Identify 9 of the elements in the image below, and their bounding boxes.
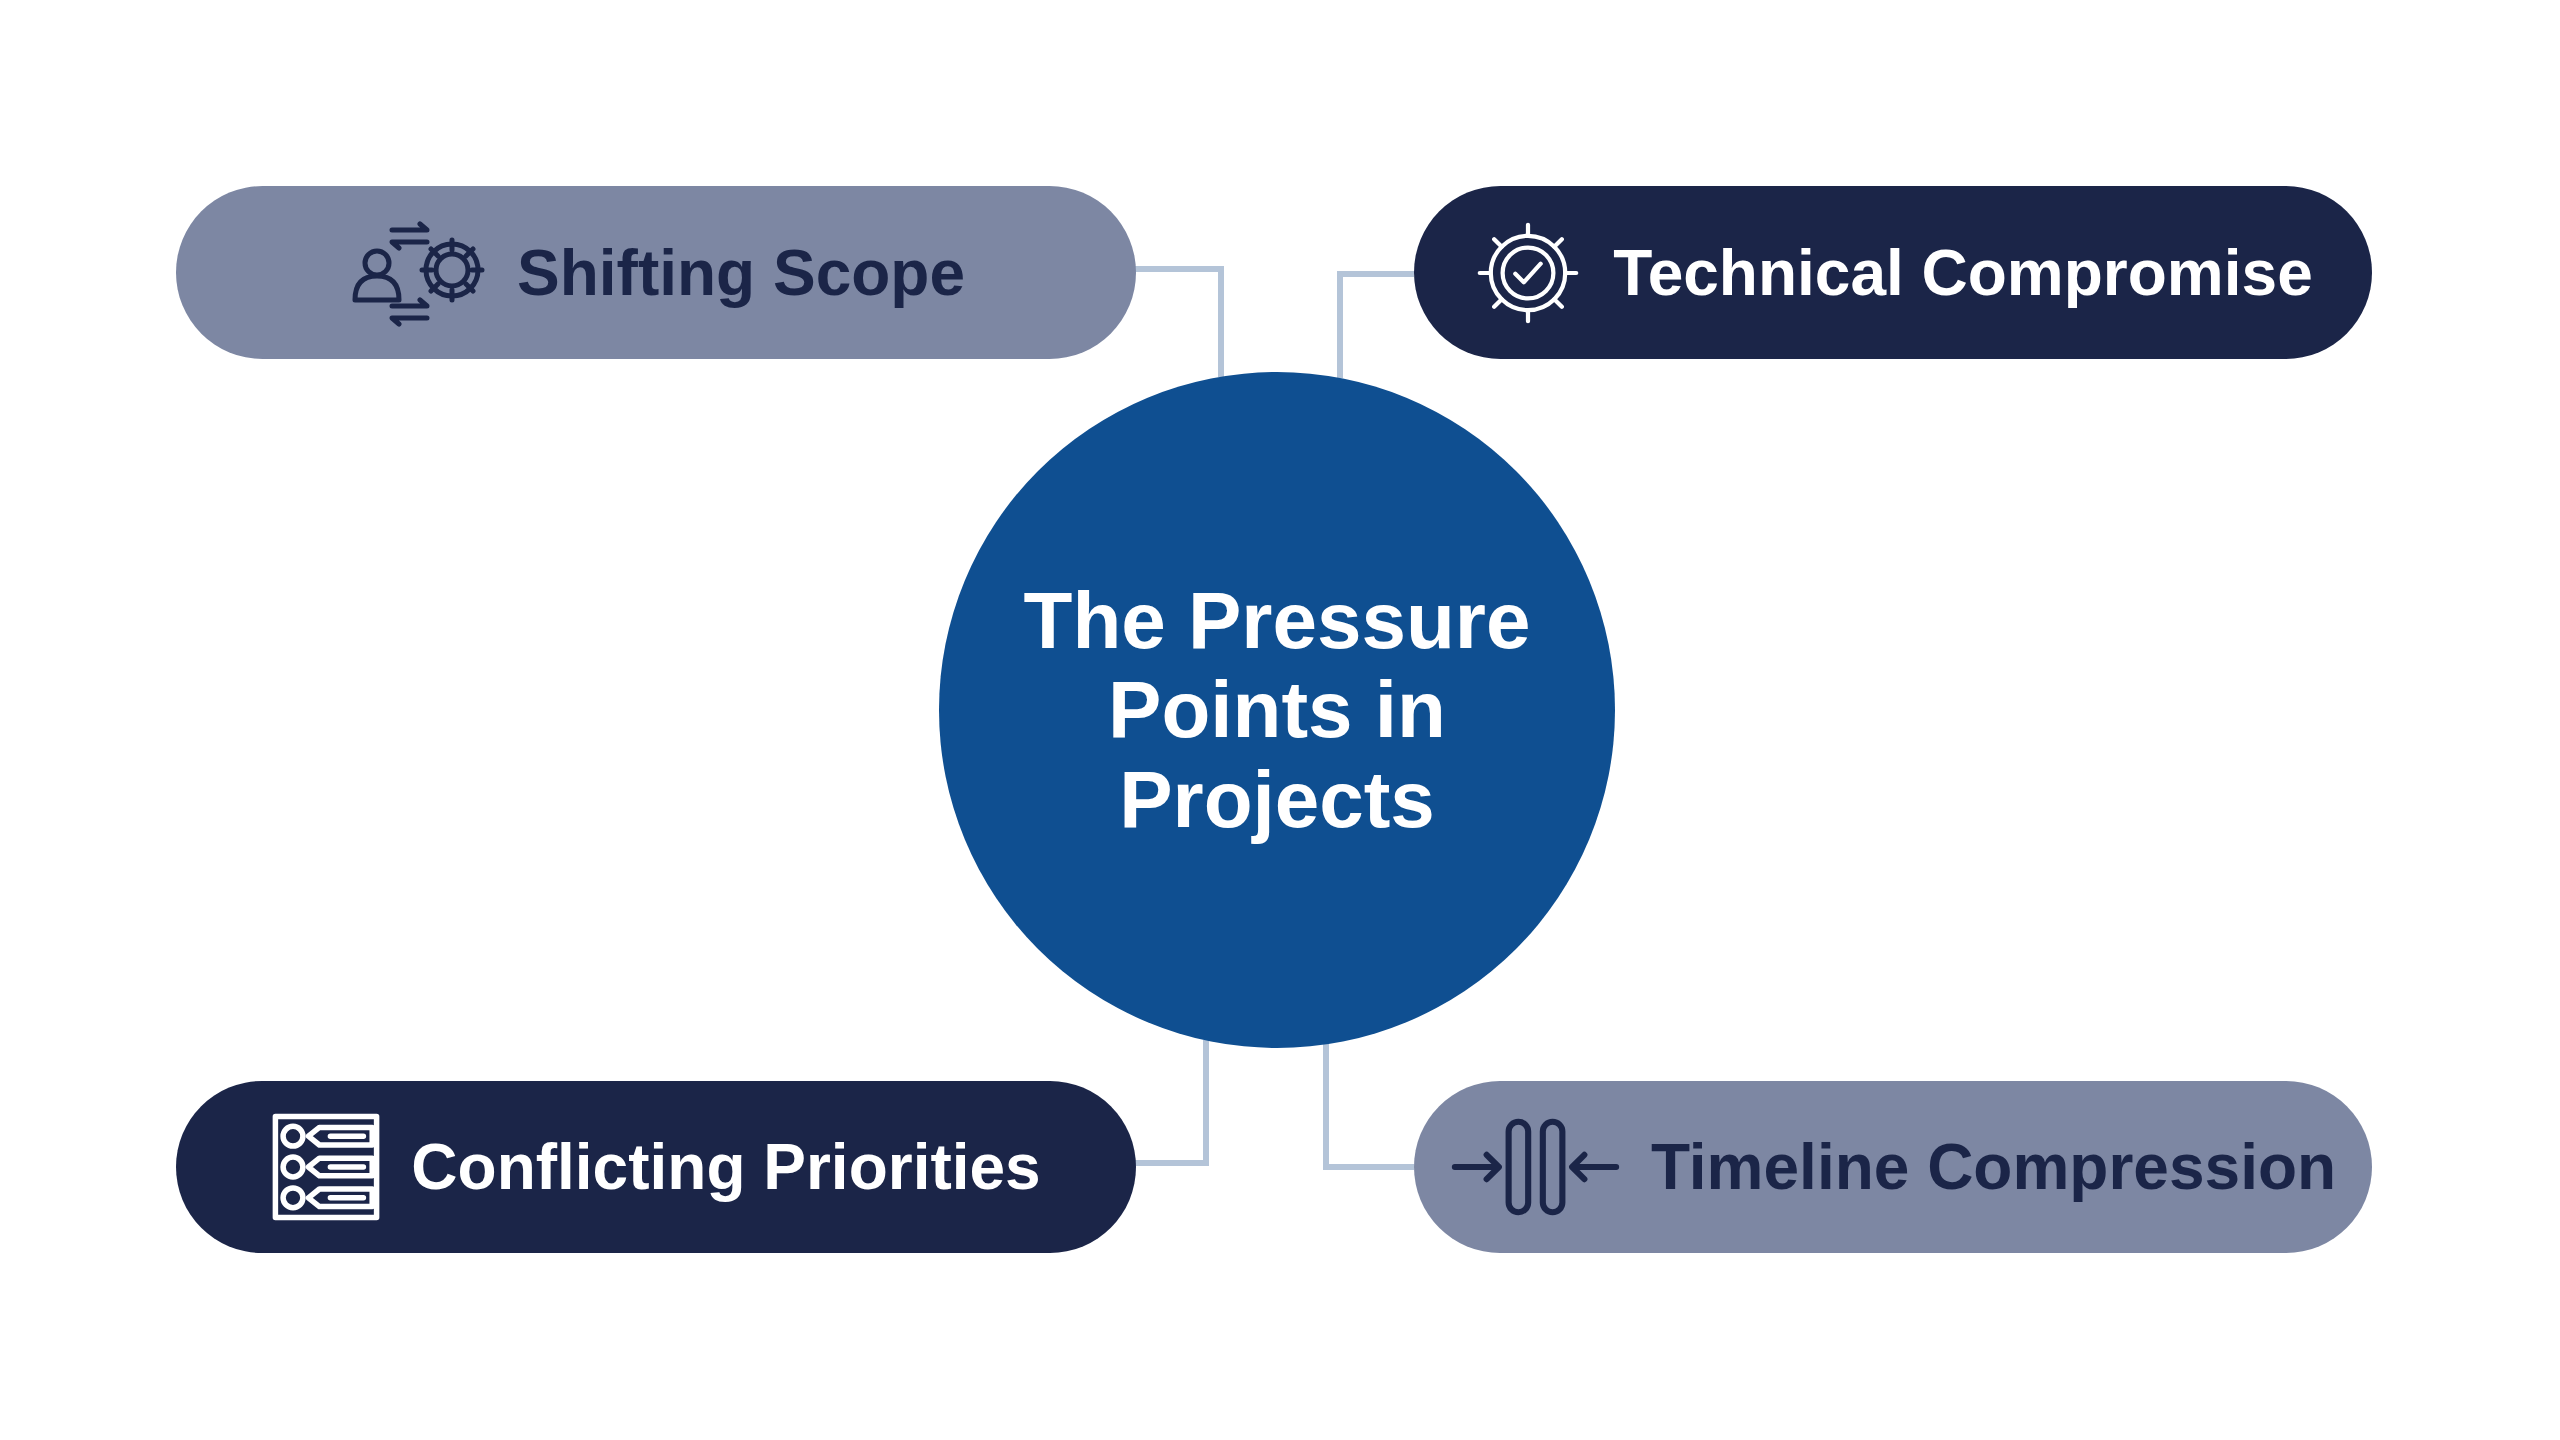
connector-line	[1337, 271, 1414, 378]
connector-line	[1135, 1040, 1209, 1166]
pill-label: Technical Compromise	[1613, 235, 2313, 310]
connector-line	[1135, 266, 1224, 377]
pill-label: Conflicting Priorities	[411, 1130, 1041, 1204]
connector-line	[1323, 1044, 1414, 1170]
pill-label: Shifting Scope	[517, 235, 965, 310]
pill-label: Timeline Compression	[1650, 1130, 2337, 1204]
center-title: The Pressure Points in Projects	[1022, 575, 1532, 845]
